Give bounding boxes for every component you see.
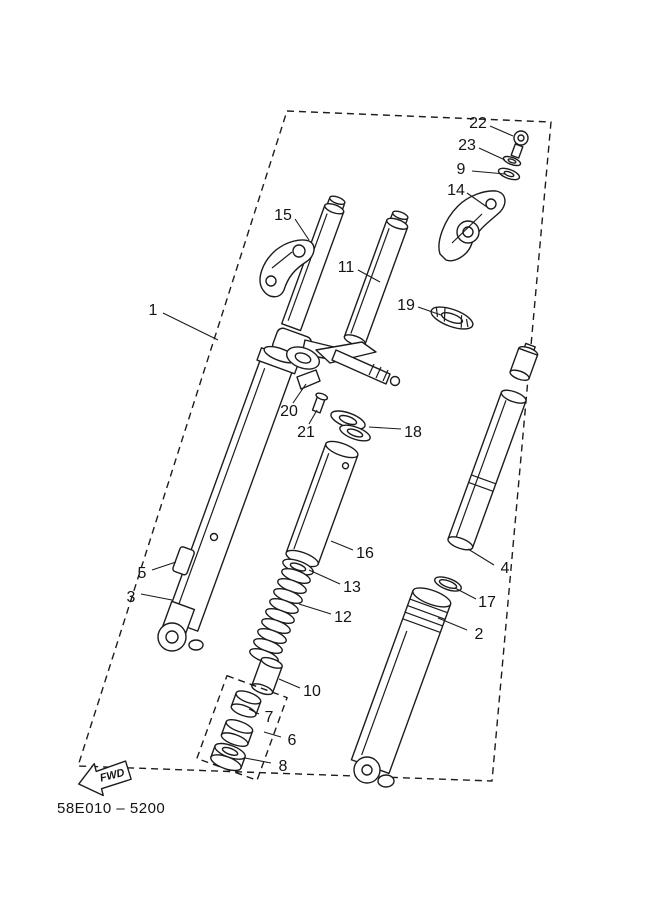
callouts: 1 2 3 4 5 6 7 8 9 10 11 12 13 14 15 16 1… [127, 115, 510, 775]
callout-20: 20 [280, 403, 298, 420]
callout-9: 9 [457, 161, 466, 178]
leader-lines [140, 125, 514, 764]
right-fork-cap [509, 342, 539, 381]
fwd-label: FWD [99, 767, 126, 785]
callout-14: 14 [447, 182, 465, 199]
callout-12: 12 [334, 609, 352, 626]
part-7-bushing [230, 690, 262, 718]
part-2-outer-tube [350, 587, 452, 788]
callout-15: 15 [274, 207, 292, 224]
part-4-inner-tube [447, 389, 527, 551]
part-19-washer [430, 306, 474, 330]
part-21-bolt [311, 392, 329, 414]
callout-8: 8 [279, 758, 288, 775]
diagram-code: 58E010 – 5200 [57, 800, 165, 817]
part-20-clamp [296, 369, 321, 390]
callout-22: 22 [469, 115, 487, 132]
part-8-oil-seal [210, 742, 246, 772]
callout-7: 7 [265, 709, 274, 726]
callout-19: 19 [397, 297, 415, 314]
under-bracket-stem [285, 341, 401, 387]
dashed-boundary [77, 110, 552, 782]
drain-screw [209, 532, 219, 542]
callout-18: 18 [404, 424, 422, 441]
part-17-ring [434, 576, 462, 592]
callout-6: 6 [288, 732, 297, 749]
callout-17: 17 [478, 594, 496, 611]
part-9-washer [497, 167, 521, 181]
part-16-damper-tube [285, 440, 359, 568]
part-14-stay-bracket [438, 190, 506, 262]
left-fork-assembly [157, 195, 346, 652]
part-11-inner-tube [343, 210, 409, 347]
callout-23: 23 [458, 137, 476, 154]
callout-10: 10 [303, 683, 321, 700]
callout-2: 2 [475, 626, 484, 643]
callout-21: 21 [297, 424, 315, 441]
callout-4: 4 [501, 560, 510, 577]
callout-13: 13 [343, 579, 361, 596]
callout-5: 5 [138, 565, 147, 582]
part-23-washer [502, 155, 522, 167]
callout-11: 11 [338, 259, 355, 276]
part-15-stay-bracket [259, 239, 315, 298]
part-22-bolt [510, 130, 529, 159]
part-5-reflector [172, 546, 195, 576]
part-18-washers [330, 410, 371, 442]
part-12-spring [249, 568, 311, 664]
callout-16: 16 [356, 545, 374, 562]
callout-3: 3 [127, 589, 136, 606]
callout-1: 1 [149, 302, 158, 319]
fwd-arrow: FWD [78, 760, 132, 797]
kit-bushing [220, 719, 254, 747]
